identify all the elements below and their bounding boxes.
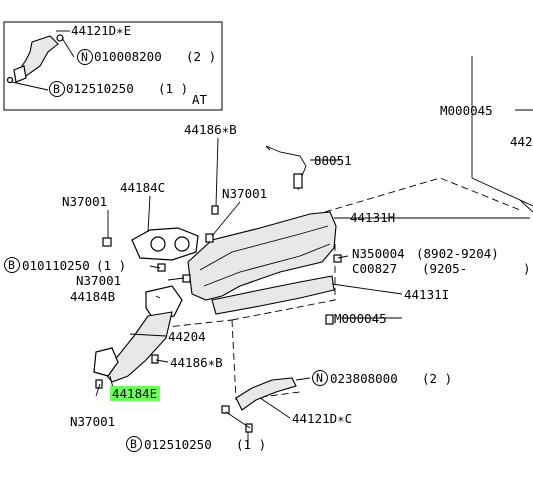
main-pipe-rib [199,225,329,271]
c827-end: ) [523,261,531,276]
sensor-label: 88051 [314,153,352,168]
inset-nut-marker-letter: N [81,50,88,64]
inset-detail: 44121D∗E N 010008200 (2 ) B 012510250 (1… [3,21,223,111]
bolt-left-marker-letter: B [8,258,15,272]
inset-bolt-marker-letter: B [53,82,60,96]
pipe-h-label: 44131H [350,210,395,225]
inset-nut-marker [77,49,93,65]
upper-m-label: M000045 [440,103,493,118]
n350-label: N350004 [352,246,405,261]
inset-nut-label: 010008200 [94,49,162,64]
nut-c-label: N37001 [76,273,121,288]
inset-bolt-label: 012510250 [66,81,134,96]
pipe-dc-shape [235,377,297,411]
n350-date: (8902-9204) [416,246,499,261]
bolt-left-marker [4,257,20,273]
cover-e-label: 44184E [112,386,157,401]
inset-leader-nut [61,37,75,58]
c827-label: C00827 [352,261,397,276]
pipe-44204-label: 44204 [168,329,206,344]
nut-lower-label: 023808000 [330,371,398,386]
bolt-top-label: 44186∗B [184,122,237,137]
inset-leader-bolt [11,81,49,91]
leader-lines [95,137,530,446]
pipe-44204-shape [103,311,173,383]
inset-variant-label: AT [192,92,208,107]
main-pipe-rib-2 [203,243,331,287]
nut-lower-marker [312,370,328,386]
inset-bolt-marker [49,81,65,97]
nut-lower-qty: (2 ) [422,371,452,386]
nut-b-label: N37001 [222,186,267,201]
nut-a-label: N37001 [62,194,107,209]
cover-e-highlight [110,386,160,401]
bolt-bottom-qty: (1 ) [236,437,266,452]
inset-bolt-shape [6,76,14,84]
bolt-bottom-marker-letter: B [130,437,137,451]
fasteners [95,205,342,433]
heat-cover-b-shape [145,285,183,321]
pipe-i-label: 44131I [404,287,449,302]
pipe-dc-label: 44121D∗C [292,411,352,426]
bolt-b2-label: 44186∗B [170,355,223,370]
inset-nut-qty: (2 ) [186,49,216,64]
lower-m-label: M000045 [334,311,387,326]
nut-d-label: N37001 [70,414,115,429]
pipe-i-shape [211,275,335,315]
manifold-assembly [93,145,337,411]
upper-cut-label: 442 [510,134,533,149]
nut-lower-marker-letter: N [316,371,323,385]
inset-bolt-qty: (1 ) [158,81,188,96]
bolt-left-qty: (1 ) [96,258,126,273]
inset-pipe-shape [17,35,59,77]
bolt-bottom-label: 012510250 [144,437,212,452]
cover-c-label: 44184C [120,180,165,195]
inset-gasket-shape [13,65,27,83]
c827-date: (9205- [422,261,467,276]
bolt-bottom-marker [126,436,142,452]
heat-cover-e-shape [93,347,119,377]
inset-nut-shape [56,34,64,42]
right-frame [471,56,533,213]
cover-b-label: 44184B [70,289,115,304]
inset-part-label: 44121D∗E [71,23,131,38]
bolt-left-label: 010110250 [22,258,90,273]
inset-frame [3,21,223,111]
